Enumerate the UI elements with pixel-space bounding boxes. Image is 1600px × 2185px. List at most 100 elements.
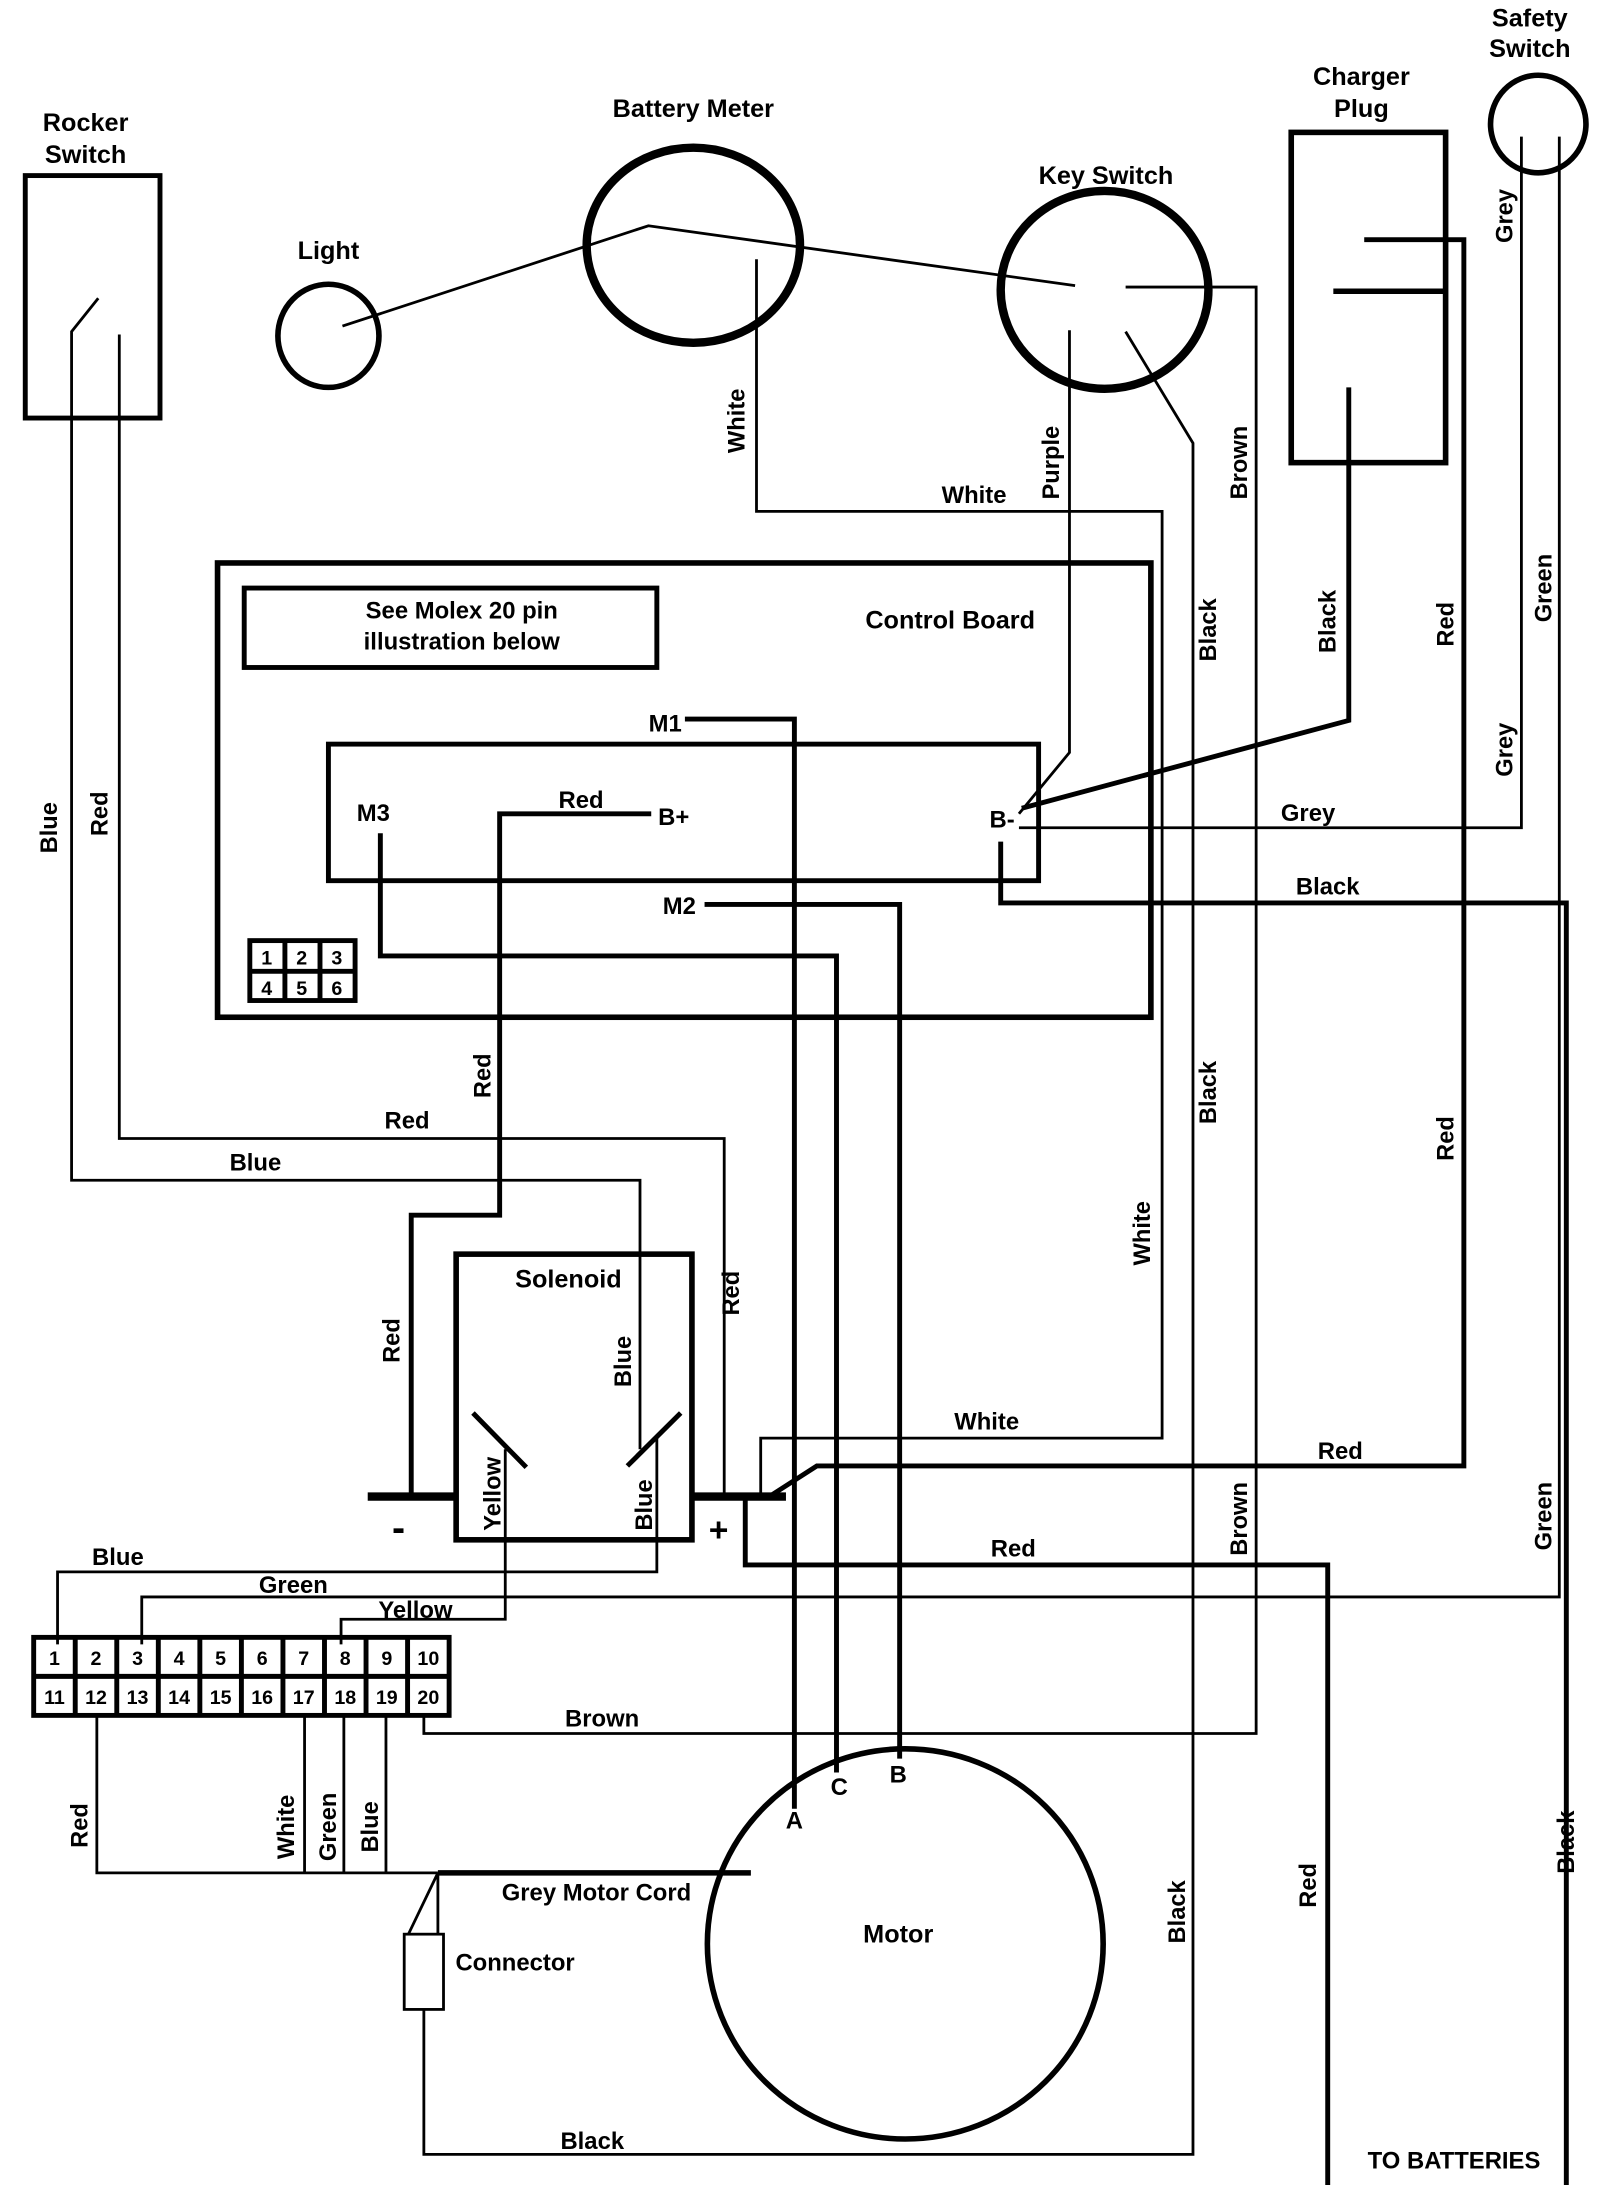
solenoid-contact-left	[471, 1411, 529, 1470]
wire-label-green-18: Green	[315, 1793, 342, 1861]
rocker-switch-label-2: Switch	[45, 141, 126, 169]
molex-pin-5: 5	[215, 1648, 226, 1670]
wire-m3	[377, 833, 839, 1773]
key-switch-label: Key Switch	[1039, 162, 1174, 190]
battery-meter: Battery Meter	[582, 95, 805, 347]
control-board-outline	[214, 560, 1154, 1021]
charger-plug-label-2: Plug	[1334, 95, 1389, 123]
wire-label-blue-rocker: Blue	[36, 802, 63, 853]
rocker-switch-body	[22, 173, 163, 421]
motor: Motor A C B Grey Motor Cord Connector	[402, 1746, 1106, 2142]
wire-label-red-right-top: Red	[1432, 602, 1459, 647]
wire-m1	[684, 716, 797, 1809]
wire-red-batteries	[742, 1496, 1331, 2185]
wire-black-batteries	[998, 841, 1569, 2185]
wire-label-white-low: White	[954, 1409, 1019, 1436]
wire-label-white-17: White	[273, 1795, 300, 1859]
wire-blue-pin1	[56, 1435, 659, 1645]
wire-label-black-mid: Black	[1195, 1060, 1222, 1124]
solenoid-label: Solenoid	[515, 1266, 622, 1294]
charger-plug-body	[1288, 129, 1449, 466]
board-pin: 6	[331, 978, 342, 1000]
wire-label-red-sol-left: Red	[378, 1318, 405, 1363]
molex-pin-7: 7	[298, 1648, 309, 1670]
wire-label-red-bplus: Red	[559, 787, 604, 814]
wire-yellow	[339, 1449, 507, 1645]
wire-label-black-motor-right: Black	[1164, 1880, 1191, 1944]
safety-switch-icon	[1487, 72, 1589, 176]
solenoid-contact-right	[625, 1411, 683, 1468]
light: Light	[275, 237, 382, 391]
molex-pin-9: 9	[381, 1648, 392, 1670]
wire-red-charger	[767, 237, 1467, 1499]
molex-pin-15: 15	[210, 1687, 232, 1709]
control-board-6pin: 1 2 3 4 5 6	[247, 938, 358, 1003]
wire-label-black-batt: Black	[1553, 1810, 1580, 1874]
motor-terminal-b: B	[890, 1761, 907, 1788]
molex-pin-1: 1	[49, 1648, 60, 1670]
wire-grey-safety	[1018, 136, 1523, 830]
safety-switch: Safety Switch	[1487, 5, 1589, 176]
rocker-switch-label-1: Rocker	[43, 109, 129, 137]
molex-note-line-2: illustration below	[364, 628, 561, 655]
wire-label-black-1: Black	[1195, 597, 1222, 661]
wire-label-red-horiz: Red	[384, 1108, 429, 1135]
molex-pin-14: 14	[168, 1687, 190, 1709]
wire-label-black-bottom: Black	[560, 2128, 624, 2155]
wire-blue-rocker	[70, 418, 642, 1450]
molex-note-line-1: See Molex 20 pin	[366, 598, 558, 625]
wire-label-red-batt: Red	[1295, 1863, 1322, 1908]
board-pin: 4	[261, 978, 272, 1000]
wire-label-green-low: Green	[1530, 1482, 1557, 1550]
wire-label-blue-19: Blue	[357, 1801, 384, 1852]
terminal-b-plus: B+	[658, 804, 689, 831]
terminal-m1: M1	[649, 711, 682, 738]
wire-label-red-vertical-board: Red	[469, 1053, 496, 1098]
safety-switch-label-1: Safety	[1492, 5, 1568, 33]
wire-label-red-right-mid: Red	[1432, 1116, 1459, 1161]
wire-label-yellow-sol: Yellow	[479, 1456, 506, 1530]
wire-black-charger	[1021, 387, 1352, 811]
wire-label-blue-molex: Blue	[92, 1544, 144, 1571]
wire-label-grey-safety: Grey	[1491, 188, 1518, 243]
connector-label: Connector	[455, 1949, 574, 1976]
board-pin: 2	[296, 947, 307, 969]
molex-pin-2: 2	[91, 1648, 102, 1670]
board-pin: 1	[261, 947, 272, 969]
wire-label-purple: Purple	[1038, 426, 1065, 500]
battery-meter-label: Battery Meter	[613, 95, 775, 123]
molex-pin-17: 17	[293, 1687, 315, 1709]
wire-label-grey-safety-2: Grey	[1491, 722, 1518, 777]
motor-label: Motor	[863, 1921, 933, 1949]
wire-label-red-12: Red	[67, 1803, 94, 1848]
wire-label-blue-horiz: Blue	[230, 1150, 282, 1177]
wire-red-rocker	[117, 418, 726, 1497]
key-switch-icon	[996, 186, 1213, 393]
wire-m2	[704, 901, 903, 1759]
wire-label-brown-low: Brown	[1226, 1482, 1253, 1556]
solenoid-plus-sign: +	[709, 1512, 729, 1549]
wire-label-brown-molex: Brown	[565, 1706, 639, 1733]
wire-label-black-charger: Black	[1314, 589, 1341, 653]
wire-label-yellow-molex: Yellow	[378, 1597, 453, 1624]
light-icon	[275, 281, 382, 391]
wire-red-12	[95, 1716, 438, 1875]
connector-icon	[402, 1932, 445, 2011]
wire-white	[755, 259, 1164, 1497]
solenoid-body	[453, 1251, 695, 1543]
wire-light-meter-key	[342, 224, 1076, 328]
wire-label-brown-key: Brown	[1226, 426, 1253, 500]
controller-inner-box	[325, 741, 1042, 884]
wire-label-red-rocker: Red	[86, 791, 113, 836]
control-board-label: Control Board	[865, 607, 1035, 635]
molex-pin-19: 19	[376, 1687, 398, 1709]
molex-pin-6: 6	[257, 1648, 268, 1670]
rocker-switch-contact	[70, 297, 100, 419]
molex-note-box	[241, 585, 660, 670]
wire-label-black-bminus: Black	[1296, 874, 1360, 901]
molex-pin-18: 18	[334, 1687, 356, 1709]
wire-label-white-top: White	[942, 482, 1007, 509]
molex-pin-13: 13	[127, 1687, 149, 1709]
molex-pin-10: 10	[417, 1648, 439, 1670]
